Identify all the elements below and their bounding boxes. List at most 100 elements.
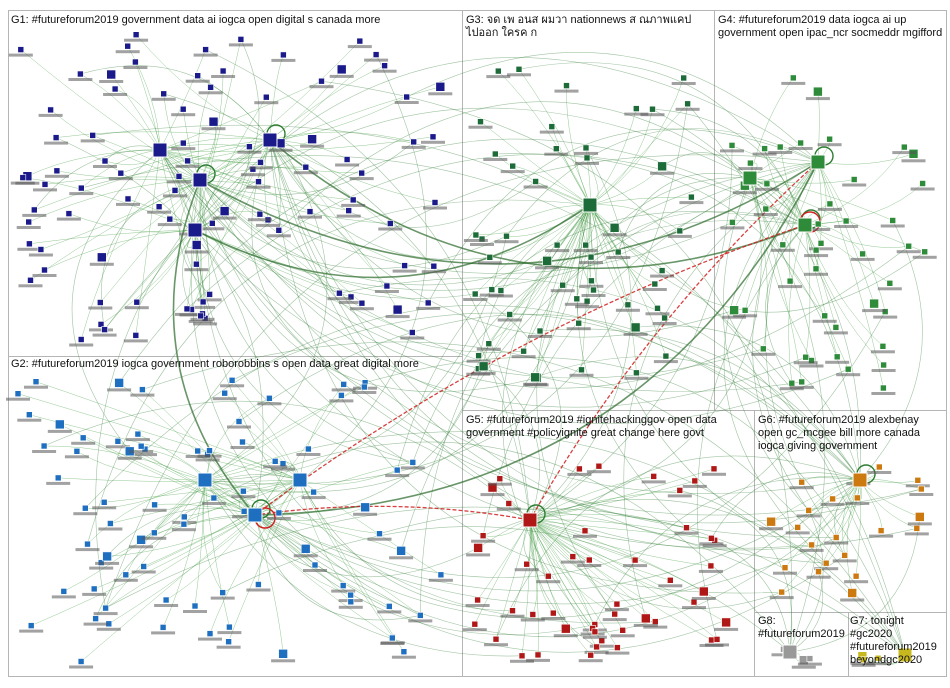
cross-edge bbox=[482, 499, 906, 656]
node-label-mark bbox=[220, 384, 245, 388]
node-label-mark bbox=[514, 568, 539, 572]
node-label-mark bbox=[751, 352, 776, 356]
node-label-mark bbox=[115, 50, 140, 54]
cross-edge bbox=[95, 514, 256, 619]
edge bbox=[749, 177, 822, 244]
edge bbox=[529, 519, 718, 640]
node-label-mark bbox=[653, 360, 678, 364]
node-label-mark bbox=[266, 234, 291, 238]
node-avatar bbox=[847, 588, 858, 598]
edge bbox=[480, 121, 591, 206]
edge bbox=[589, 204, 598, 291]
cross-edge bbox=[204, 479, 479, 578]
node-label-mark bbox=[586, 470, 611, 474]
node-label-mark bbox=[188, 319, 213, 323]
node-avatar bbox=[239, 438, 246, 446]
node-label-mark bbox=[331, 388, 356, 392]
node-label-mark bbox=[107, 388, 132, 392]
node-label-mark bbox=[248, 166, 273, 170]
node-avatar bbox=[614, 644, 621, 651]
node-avatar bbox=[581, 527, 589, 535]
node-avatar bbox=[219, 589, 226, 596]
node-avatar bbox=[747, 159, 754, 167]
edge bbox=[17, 393, 301, 481]
cross-edge bbox=[194, 229, 413, 463]
edge bbox=[589, 204, 680, 232]
node-avatar bbox=[593, 643, 600, 651]
node-label-mark bbox=[68, 78, 93, 81]
edge bbox=[566, 85, 591, 206]
edge bbox=[159, 149, 349, 211]
edge bbox=[529, 519, 538, 615]
node-avatar bbox=[65, 210, 73, 217]
node-label-mark bbox=[465, 604, 490, 607]
node-label-mark bbox=[804, 272, 828, 276]
edge bbox=[194, 97, 267, 231]
node-avatar bbox=[913, 525, 921, 532]
node-avatar bbox=[358, 169, 366, 177]
node-label-mark bbox=[633, 623, 658, 627]
node-label-mark bbox=[228, 43, 253, 47]
group-title-g1: G1: #futureforum2019 government data ai … bbox=[11, 14, 381, 26]
cross-edge bbox=[204, 103, 688, 485]
node-label-mark bbox=[374, 290, 399, 293]
node-label-mark bbox=[650, 171, 675, 175]
node-label-mark bbox=[674, 531, 699, 535]
node-avatar bbox=[563, 82, 570, 89]
node-avatar bbox=[430, 262, 438, 270]
node-avatar bbox=[578, 366, 585, 374]
node-avatar bbox=[869, 298, 879, 309]
node-label-mark bbox=[667, 494, 692, 498]
node-avatar bbox=[505, 500, 513, 507]
edge bbox=[269, 65, 385, 141]
edge bbox=[194, 39, 242, 231]
node-label-mark bbox=[133, 453, 157, 457]
edge bbox=[231, 380, 301, 481]
node-label-mark bbox=[907, 522, 932, 526]
node-label-mark bbox=[658, 584, 683, 588]
node-label-mark bbox=[738, 167, 763, 171]
node-avatar bbox=[25, 218, 33, 226]
node-label-mark bbox=[256, 223, 280, 227]
node-label-mark bbox=[217, 631, 242, 635]
cross-edge bbox=[339, 277, 906, 656]
node-avatar bbox=[194, 447, 201, 455]
node-label-mark bbox=[589, 644, 614, 648]
node-avatar bbox=[542, 255, 552, 266]
node-avatar bbox=[676, 227, 684, 235]
node-label-mark bbox=[623, 564, 648, 568]
node-avatar bbox=[278, 648, 288, 659]
node-avatar bbox=[47, 106, 54, 114]
node-avatar bbox=[520, 347, 527, 355]
node-avatar bbox=[318, 77, 325, 85]
node-avatar bbox=[802, 353, 810, 361]
node-avatar bbox=[548, 123, 556, 130]
node-avatar bbox=[53, 167, 61, 175]
node-label-mark bbox=[266, 516, 291, 520]
node-label-mark bbox=[896, 250, 921, 254]
node-avatar bbox=[552, 145, 560, 152]
node-avatar bbox=[25, 411, 33, 419]
hub-node bbox=[262, 132, 278, 148]
node-avatar bbox=[860, 656, 867, 664]
node-avatar bbox=[97, 299, 104, 306]
edge bbox=[782, 161, 819, 245]
node-label-mark bbox=[298, 215, 322, 219]
cross-edge bbox=[179, 179, 210, 295]
node-avatar bbox=[536, 327, 544, 335]
cross-edge bbox=[204, 245, 586, 492]
edge bbox=[529, 519, 596, 625]
cross-edge bbox=[254, 514, 837, 605]
node-avatar bbox=[400, 648, 408, 656]
node-avatar bbox=[812, 265, 820, 273]
edge bbox=[489, 204, 591, 258]
edge bbox=[194, 229, 413, 333]
edge bbox=[817, 161, 886, 312]
node-avatar bbox=[781, 564, 789, 572]
node-label-mark bbox=[171, 147, 196, 151]
heavy-edge bbox=[194, 204, 591, 279]
edge bbox=[495, 519, 531, 640]
node-avatar bbox=[530, 372, 540, 383]
node-avatar bbox=[921, 248, 929, 256]
highlight-edge bbox=[254, 224, 806, 516]
